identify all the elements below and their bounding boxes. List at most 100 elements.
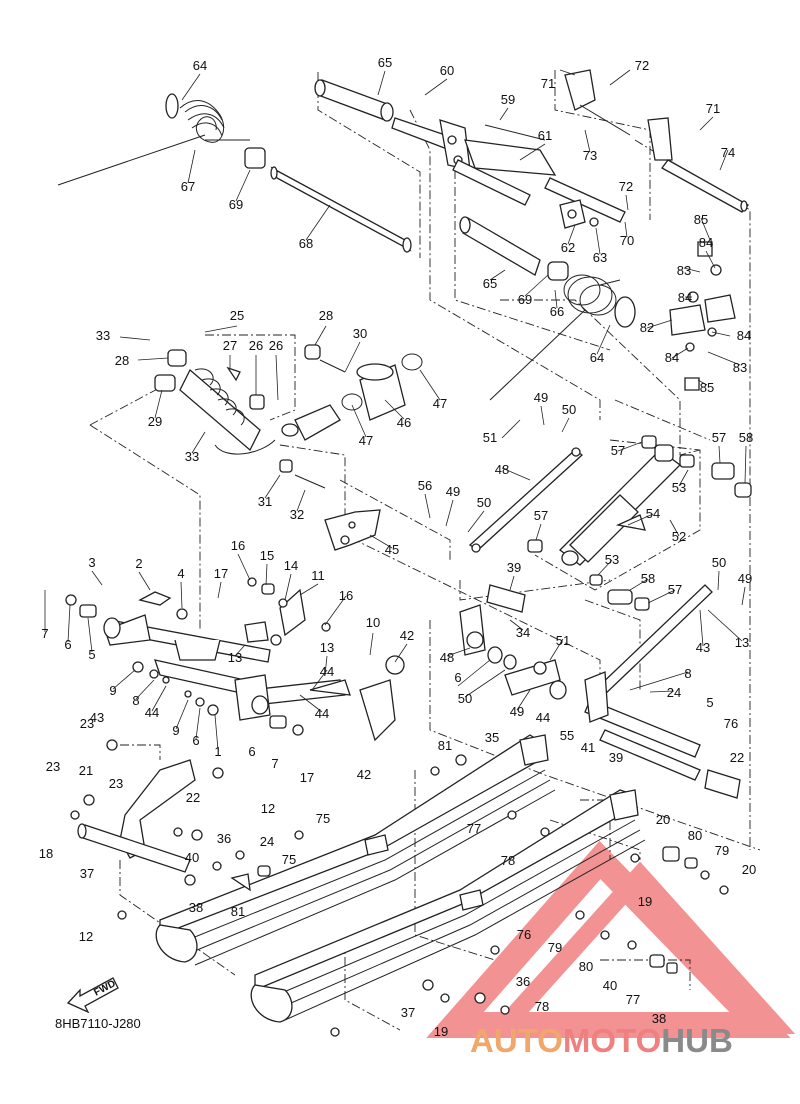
part-number-27: 27 — [223, 338, 237, 353]
part-number-58: 58 — [641, 571, 655, 586]
part-number-50: 50 — [477, 495, 491, 510]
watermark-triangle-icon — [426, 840, 796, 1038]
part-number-23: 23 — [80, 716, 94, 731]
collar-69-mid — [547, 261, 569, 281]
spring-66-mid — [489, 274, 636, 401]
slide-rail-lower — [250, 789, 646, 1023]
collar-58-lower — [607, 589, 650, 611]
part-number-49: 49 — [510, 704, 524, 719]
part-number-22: 22 — [186, 790, 200, 805]
front-arm-21 — [70, 739, 224, 886]
part-number-8: 8 — [132, 693, 139, 708]
part-number-16: 16 — [339, 588, 353, 603]
part-number-50: 50 — [562, 402, 576, 417]
part-number-76: 76 — [724, 716, 738, 731]
part-number-69: 69 — [518, 292, 532, 307]
part-number-38: 38 — [189, 900, 203, 915]
damper-52 — [559, 444, 681, 566]
part-number-40: 40 — [603, 978, 617, 993]
part-number-69: 69 — [229, 197, 243, 212]
part-number-48: 48 — [440, 650, 454, 665]
part-number-75: 75 — [282, 852, 296, 867]
front-arm-11 — [103, 588, 306, 663]
part-number-56: 56 — [418, 478, 432, 493]
fwd-arrow-icon: FWD — [66, 977, 119, 1014]
part-number-9: 9 — [172, 723, 179, 738]
part-number-57: 57 — [668, 582, 682, 597]
shock-absorber-25 — [154, 349, 341, 455]
part-number-16: 16 — [231, 538, 245, 553]
part-number-63: 63 — [593, 250, 607, 265]
part-number-44: 44 — [145, 705, 159, 720]
part-number-18: 18 — [39, 846, 53, 861]
part-number-24: 24 — [667, 685, 681, 700]
part-number-65: 65 — [378, 55, 392, 70]
part-number-79: 79 — [548, 940, 562, 955]
part-number-82: 82 — [640, 320, 654, 335]
tube-65-mid — [459, 216, 541, 276]
part-number-60: 60 — [440, 63, 454, 78]
diagram-code: 8HB7110-J280 — [55, 1016, 141, 1031]
collar-39-mid — [486, 584, 526, 613]
part-number-51: 51 — [556, 633, 570, 648]
part-number-23: 23 — [109, 776, 123, 791]
part-number-39: 39 — [609, 750, 623, 765]
part-number-48: 48 — [495, 462, 509, 477]
part-number-6: 6 — [454, 670, 461, 685]
collar-58-57 — [527, 435, 752, 586]
part-number-30: 30 — [353, 326, 367, 341]
part-number-47: 47 — [433, 396, 447, 411]
collar-28-30 — [304, 344, 346, 373]
part-number-31: 31 — [258, 494, 272, 509]
part-number-65: 65 — [483, 276, 497, 291]
part-number-78: 78 — [501, 853, 515, 868]
collar-39-lower — [704, 769, 741, 799]
shaft-61-long — [452, 159, 626, 223]
part-number-54: 54 — [646, 506, 660, 521]
watermark-part3: HUB — [661, 1022, 733, 1059]
part-number-51: 51 — [483, 430, 497, 445]
part-number-4: 4 — [177, 566, 184, 581]
part-number-42: 42 — [400, 628, 414, 643]
part-number-49: 49 — [738, 571, 752, 586]
part-number-26: 26 — [249, 338, 263, 353]
dashed-outlines — [89, 70, 761, 1031]
part-number-37: 37 — [80, 866, 94, 881]
part-number-72: 72 — [635, 58, 649, 73]
part-number-28: 28 — [115, 353, 129, 368]
part-number-43: 43 — [90, 710, 104, 725]
part-number-53: 53 — [672, 480, 686, 495]
part-number-52: 52 — [672, 529, 686, 544]
shaft-68 — [270, 166, 412, 253]
part-number-38: 38 — [652, 1011, 666, 1026]
part-number-59: 59 — [501, 92, 515, 107]
part-number-8: 8 — [684, 666, 691, 681]
part-number-6: 6 — [248, 744, 255, 759]
watermark-logo: AUTOMOTOHUB — [470, 1022, 733, 1060]
bolt-31-32 — [279, 459, 326, 489]
part-number-44: 44 — [536, 710, 550, 725]
part-number-50: 50 — [712, 555, 726, 570]
part-number-44: 44 — [315, 706, 329, 721]
part-number-5: 5 — [706, 695, 713, 710]
part-number-39: 39 — [507, 560, 521, 575]
part-number-40: 40 — [185, 850, 199, 865]
small-parts-rails — [117, 754, 729, 1037]
part-number-32: 32 — [290, 507, 304, 522]
part-number-79: 79 — [715, 843, 729, 858]
part-number-49: 49 — [446, 484, 460, 499]
clamp-82 — [669, 241, 736, 391]
bracket-73-74 — [564, 69, 750, 213]
part-number-9: 9 — [109, 683, 116, 698]
slide-rail-upper — [155, 734, 556, 966]
part-number-47: 47 — [359, 433, 373, 448]
part-number-46: 46 — [397, 415, 411, 430]
watermark-part2: MOTO — [562, 1022, 662, 1059]
part-number-66: 66 — [550, 304, 564, 319]
part-number-20: 20 — [742, 862, 756, 877]
part-number-36: 36 — [516, 974, 530, 989]
part-number-3: 3 — [88, 555, 95, 570]
part-number-76: 76 — [517, 927, 531, 942]
tube-65-top — [314, 79, 394, 122]
